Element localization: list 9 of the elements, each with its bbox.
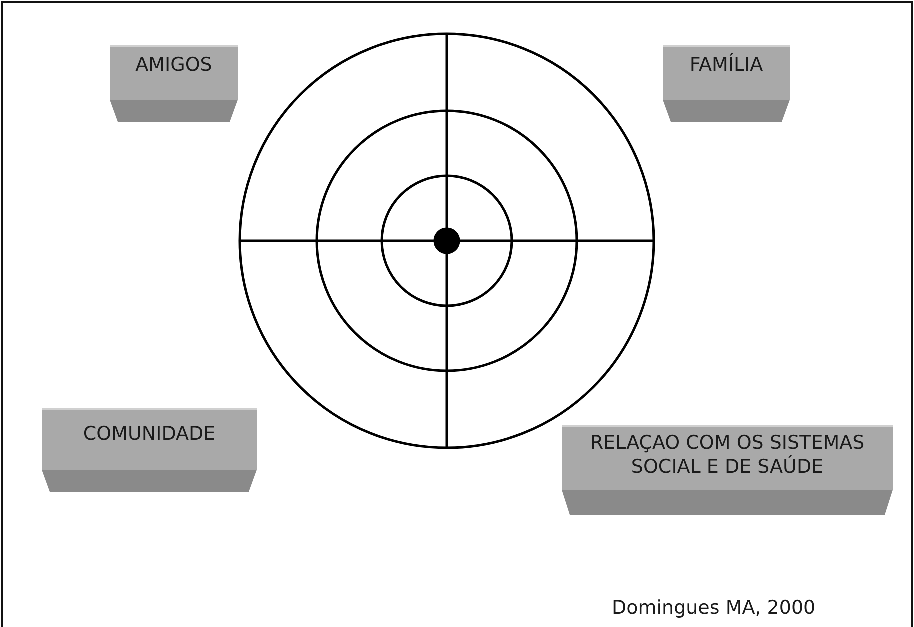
source-citation: Domingues MA, 2000 xyxy=(612,597,816,619)
label-box xyxy=(110,45,238,122)
box-label: AMIGOS xyxy=(134,53,214,77)
label-box xyxy=(663,45,790,122)
label-box xyxy=(562,425,893,515)
box-label: FAMÍLIA xyxy=(688,53,764,77)
box-label: RELAÇAO COM OS SISTEMAS SOCIAL E DE SAÚDE xyxy=(589,431,866,479)
box-label: COMUNIDADE xyxy=(82,422,217,446)
label-box xyxy=(42,408,257,492)
